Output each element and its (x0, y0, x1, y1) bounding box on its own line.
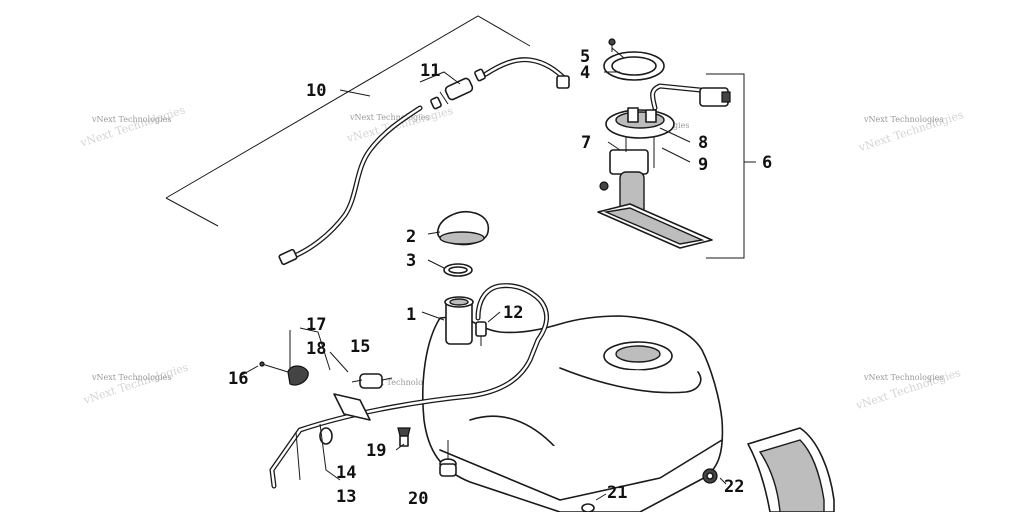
callout-13: 13 (336, 487, 356, 507)
callout-19: 19 (366, 441, 386, 461)
callout-14: 14 (336, 463, 356, 483)
callout-10: 10 (306, 81, 326, 101)
vent-valve-parts (239, 327, 393, 481)
watermark-shadow: vNext Technologies (81, 360, 190, 407)
watermark-shadow: vNext Technologies (78, 103, 187, 150)
callout-21: 21 (607, 483, 627, 503)
callout-2: 2 (406, 227, 416, 247)
watermark: vNext Technologies (349, 113, 429, 122)
heat-shield (747, 427, 835, 512)
watermark: vNext Technologies (91, 373, 171, 382)
callout-7: 7 (581, 133, 591, 153)
fuel-filter (419, 68, 486, 110)
grommets (581, 468, 727, 512)
watermark: vNext Technologies (359, 378, 439, 387)
callout-12: 12 (503, 303, 523, 323)
drain-fitting (395, 427, 457, 477)
watermark: vNext Technologies (91, 115, 171, 124)
callouts: 1 2 3 4 5 6 7 8 9 10 11 12 13 14 15 16 1… (228, 47, 772, 509)
bracket-10 (165, 15, 531, 227)
callout-6: 6 (762, 153, 772, 173)
pump-gasket (603, 38, 665, 81)
callout-16: 16 (228, 369, 248, 389)
callout-leaders (339, 47, 691, 323)
callout-18: 18 (306, 339, 326, 359)
callout-15: 15 (350, 337, 370, 357)
callout-8: 8 (698, 133, 708, 153)
filler-cap (436, 210, 490, 277)
callout-22: 22 (724, 477, 744, 497)
callout-5: 5 (580, 47, 590, 67)
fuel-pump-assembly (597, 73, 756, 259)
fuel-tank (421, 296, 724, 512)
callout-4: 4 (580, 63, 590, 83)
fuel-line-hose (278, 57, 570, 266)
callout-9: 9 (698, 155, 708, 175)
callout-1: 1 (406, 305, 416, 325)
watermark: vNext Technologies (863, 115, 943, 124)
callout-20: 20 (408, 489, 428, 509)
callout-3: 3 (406, 251, 416, 271)
callout-11: 11 (420, 61, 440, 81)
watermark: vNext Technologies (863, 373, 943, 382)
vent-hose (269, 283, 549, 489)
callout-17: 17 (306, 315, 326, 335)
